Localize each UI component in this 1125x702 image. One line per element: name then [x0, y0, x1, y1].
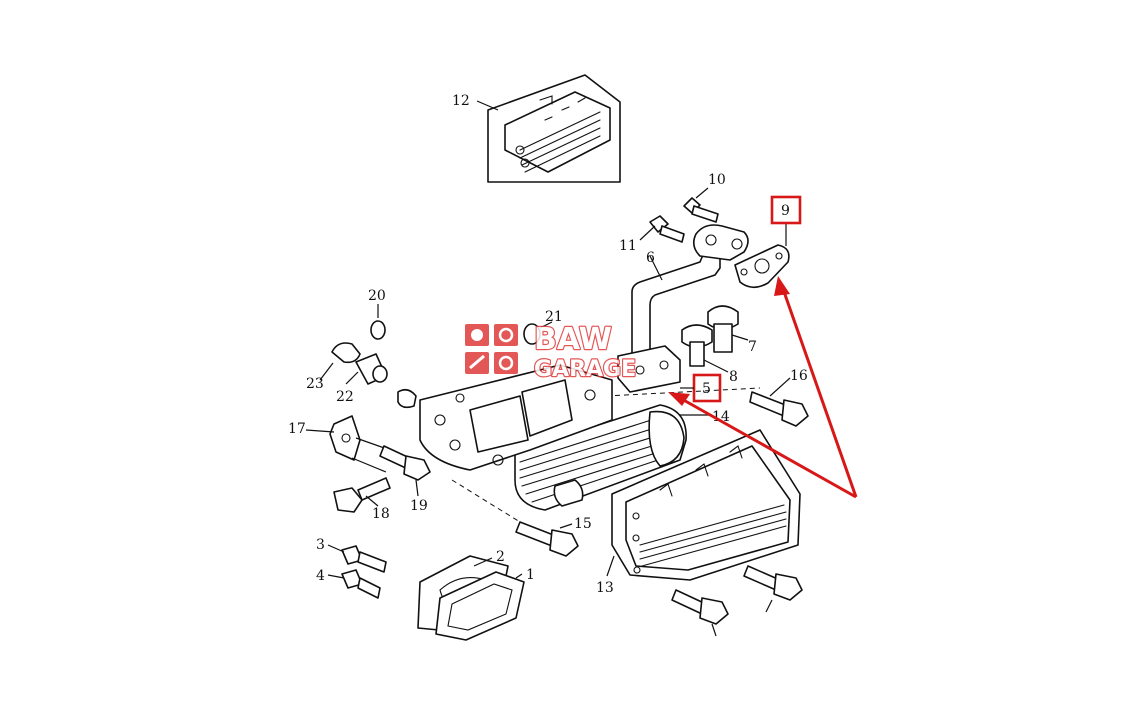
red-pointer-arrows	[668, 276, 858, 499]
filter-housing	[397, 364, 613, 471]
part-10-bolt	[683, 187, 719, 223]
callout-8: 8	[729, 369, 738, 385]
callout-9: 9	[781, 203, 790, 219]
part-13-cover	[606, 429, 801, 581]
part-19-bolt	[379, 445, 431, 497]
part-1-gasket	[435, 571, 525, 641]
cover-bolt-bottom	[671, 589, 729, 637]
callout-16: 16	[790, 368, 808, 384]
part-16-bolt	[749, 377, 809, 427]
part-20-o-ring	[370, 304, 386, 340]
gear-icon	[494, 352, 518, 374]
callout-20: 20	[368, 288, 386, 304]
callout-13: 13	[596, 580, 614, 596]
callout-21: 21	[545, 309, 563, 325]
baw-garage-watermark: BAW GARAGE	[465, 321, 637, 383]
callout-7: 7	[748, 339, 757, 355]
part-8-bolt	[681, 324, 729, 373]
part-3-bolt	[327, 544, 387, 573]
callout-3: 3	[316, 537, 325, 553]
part-7-bolt	[707, 305, 749, 353]
callout-19: 19	[410, 498, 428, 514]
part-11-bolt	[639, 215, 685, 243]
callout-22: 22	[336, 389, 354, 405]
callout-1: 1	[526, 567, 535, 583]
callout-6: 6	[646, 250, 655, 266]
part-17-bracket	[305, 415, 391, 473]
arrow-to-part-9	[780, 285, 858, 498]
part-14-oil-cooler	[514, 387, 761, 511]
highlight-box-9	[770, 195, 802, 225]
callout-18: 18	[372, 506, 390, 522]
watermark-line-1: BAW	[534, 322, 612, 357]
callout-11: 11	[619, 238, 637, 254]
arrow-to-part-5	[679, 396, 857, 499]
part-21-o-ring	[523, 321, 553, 345]
watermark-line-2: GARAGE	[534, 357, 636, 382]
callout-15: 15	[574, 516, 592, 532]
callout-17: 17	[288, 421, 306, 437]
part-22-sensor	[345, 353, 388, 385]
callout-4: 4	[316, 568, 325, 584]
part-18-bolt	[333, 477, 391, 513]
callout-2: 2	[496, 549, 505, 565]
arrow-head-9	[774, 276, 790, 296]
part-15-bolt	[451, 479, 579, 557]
callout-23: 23	[306, 376, 324, 392]
arrow-head-5	[668, 392, 690, 406]
callout-14: 14	[712, 409, 730, 425]
part-12-inset	[476, 74, 621, 183]
callout-labels: 1 2 3 4 6 7 8 10 11 12 13 14 15 16 17 18…	[288, 93, 808, 596]
part-6-oil-pipe	[617, 224, 749, 393]
callout-10: 10	[708, 172, 726, 188]
cover-bolt-right	[743, 565, 803, 613]
callout-12: 12	[452, 93, 470, 109]
part-9-gasket	[734, 223, 790, 289]
gear-icon	[494, 324, 518, 346]
part-23-clamp	[319, 342, 361, 381]
highlighted-callouts: 9 5	[680, 195, 802, 403]
callout-5: 5	[702, 381, 711, 397]
part-4-bolt	[327, 569, 381, 599]
